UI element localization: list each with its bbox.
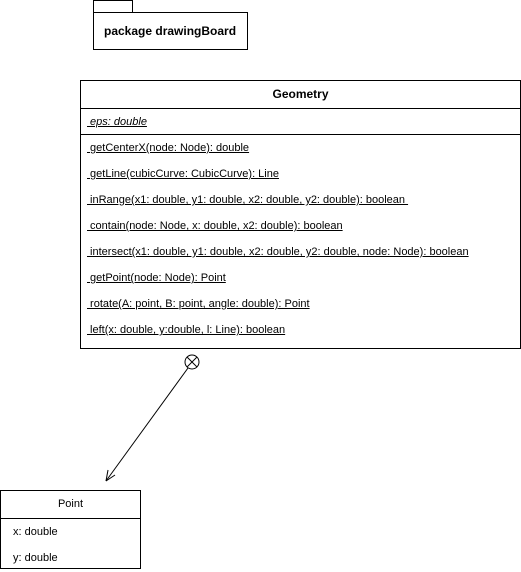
- geometry-attribute-eps[interactable]: eps: double: [87, 116, 147, 128]
- operation-get-center-x[interactable]: getCenterX(node: Node): double: [87, 142, 250, 154]
- operation-intersect[interactable]: intersect(x1: double, y1: double, x2: do…: [87, 246, 469, 258]
- containment-circle-icon: [184, 354, 200, 370]
- point-attribute-x[interactable]: x: double: [13, 526, 58, 538]
- package-label: package drawingBoard: [104, 24, 237, 38]
- package-tab: [93, 0, 133, 13]
- connector-line: [105, 367, 189, 482]
- operation-contain[interactable]: contain(node: Node, x: double, x2: doubl…: [87, 220, 343, 232]
- point-attribute-y[interactable]: y: double: [13, 552, 58, 564]
- operation-in-range[interactable]: inRange(x1: double, y1: double, x2: doub…: [87, 194, 409, 206]
- point-class-name: Point: [1, 491, 140, 519]
- geometry-operations: getCenterX(node: Node): double getLine(c…: [81, 135, 520, 343]
- geometry-class-name: Geometry: [81, 81, 520, 109]
- geometry-attributes: eps: double: [81, 109, 520, 135]
- operation-get-line[interactable]: getLine(cubicCurve: CubicCurve): Line: [87, 168, 279, 180]
- operation-rotate[interactable]: rotate(A: point, B: point, angle: double…: [87, 298, 310, 310]
- open-arrowhead-icon: [105, 469, 116, 482]
- package-drawing-board[interactable]: package drawingBoard: [93, 12, 248, 50]
- geometry-class[interactable]: Geometry eps: double getCenterX(node: No…: [80, 80, 521, 349]
- operation-left[interactable]: left(x: double, y:double, l: Line): bool…: [87, 324, 286, 336]
- point-class[interactable]: Point x: double y: double: [0, 490, 141, 569]
- point-attributes: x: double y: double: [1, 519, 140, 571]
- operation-get-point[interactable]: getPoint(node: Node): Point: [87, 272, 226, 284]
